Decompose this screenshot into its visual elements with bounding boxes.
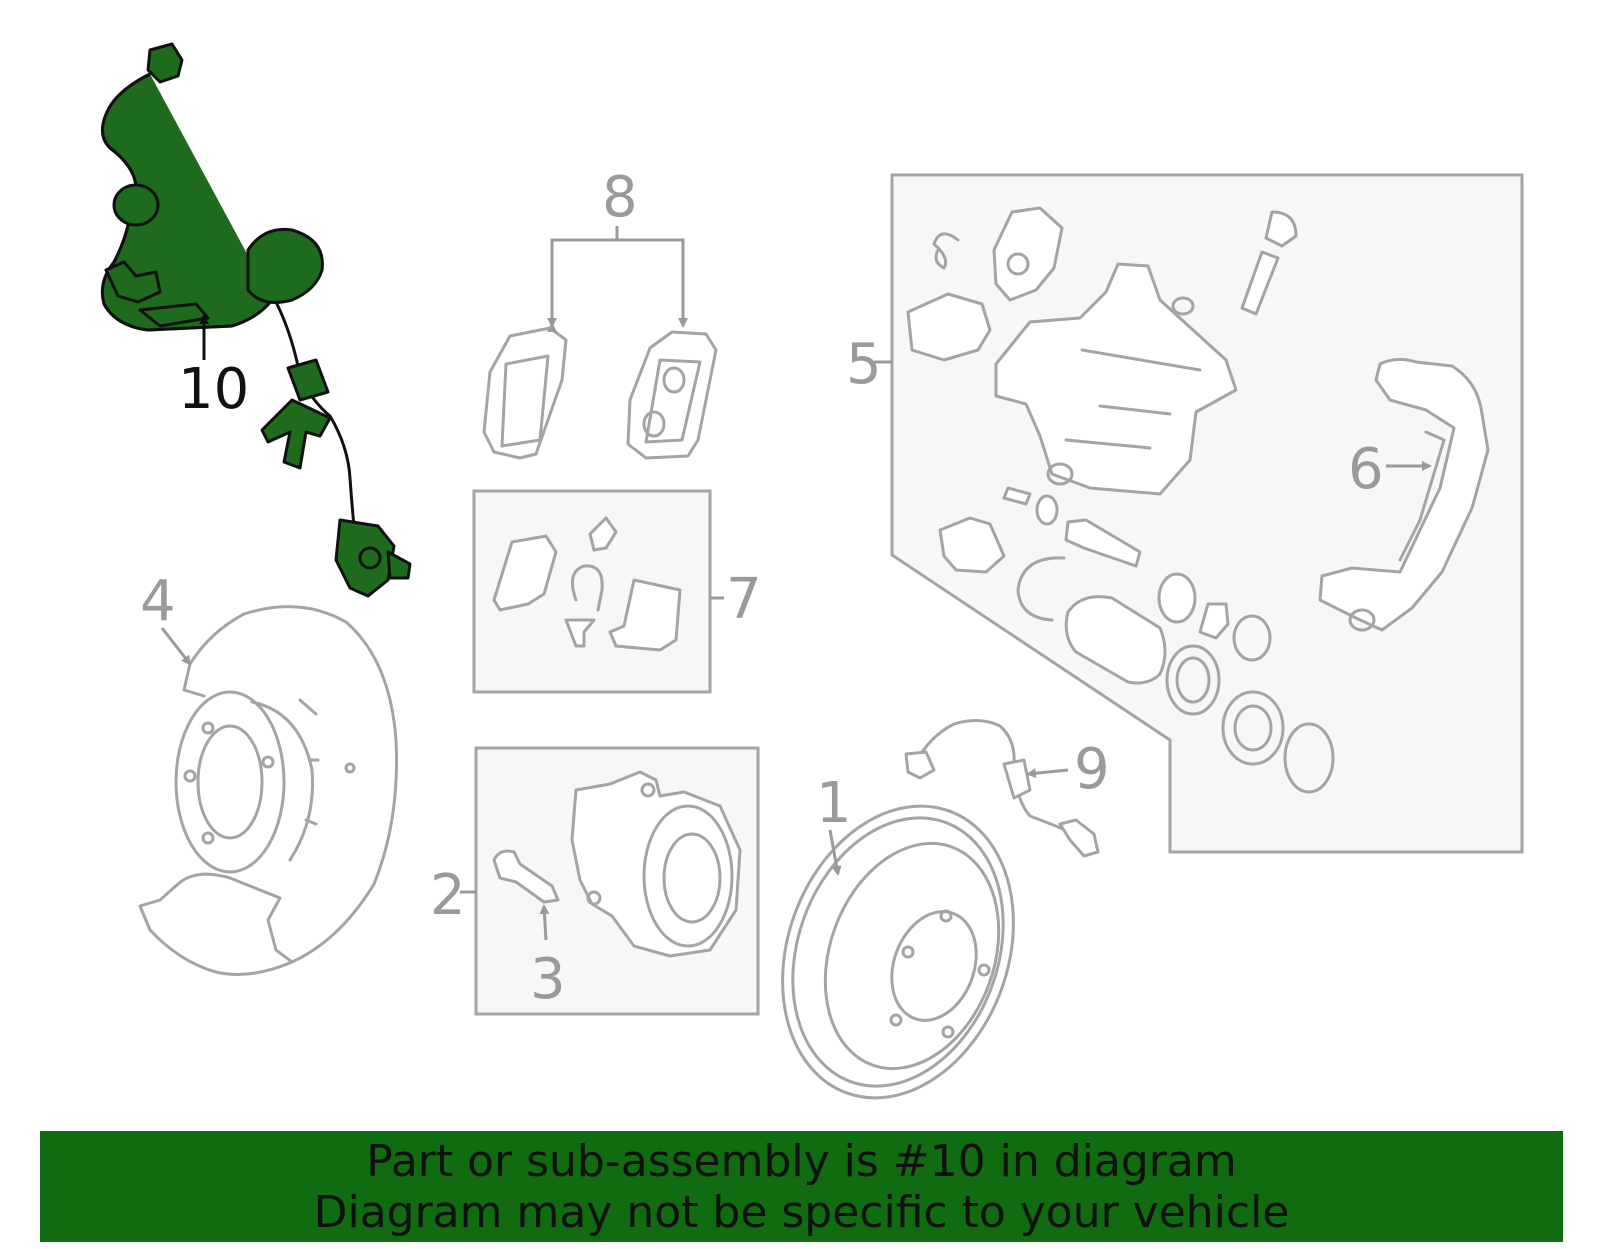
banner-line-2: Diagram may not be specific to your vehi… [313, 1187, 1290, 1238]
caliper-bracket-part-6[interactable] [1318, 357, 1490, 632]
callout-5: 5 [846, 332, 882, 397]
pad-hardware-part-7[interactable] [492, 516, 682, 652]
abs-sensor-part-10[interactable] [100, 42, 412, 598]
brake-hose-part-9[interactable] [904, 719, 1100, 858]
callout-9: 9 [1074, 737, 1110, 802]
callout-4: 4 [140, 569, 176, 634]
banner-line-1: Part or sub-assembly is #10 in diagram [366, 1136, 1237, 1187]
callout-3: 3 [530, 947, 566, 1012]
brake-rotor-part-1[interactable] [743, 773, 1052, 1130]
callout-10: 10 [178, 357, 249, 422]
callout-1: 1 [816, 771, 852, 836]
callout-6: 6 [1348, 437, 1384, 502]
callout-7: 7 [726, 567, 762, 632]
callout-2: 2 [430, 863, 466, 928]
brake-pads-part-8[interactable] [482, 326, 718, 460]
hub-bearing-part-2[interactable] [570, 770, 742, 958]
dust-shield-part-4[interactable] [138, 605, 399, 976]
wheel-stud-part-3[interactable] [492, 849, 560, 904]
caliper-part-5[interactable] [906, 206, 1335, 794]
callout-8: 8 [602, 165, 638, 230]
part-info-banner: Part or sub-assembly is #10 in diagram D… [40, 1131, 1563, 1242]
